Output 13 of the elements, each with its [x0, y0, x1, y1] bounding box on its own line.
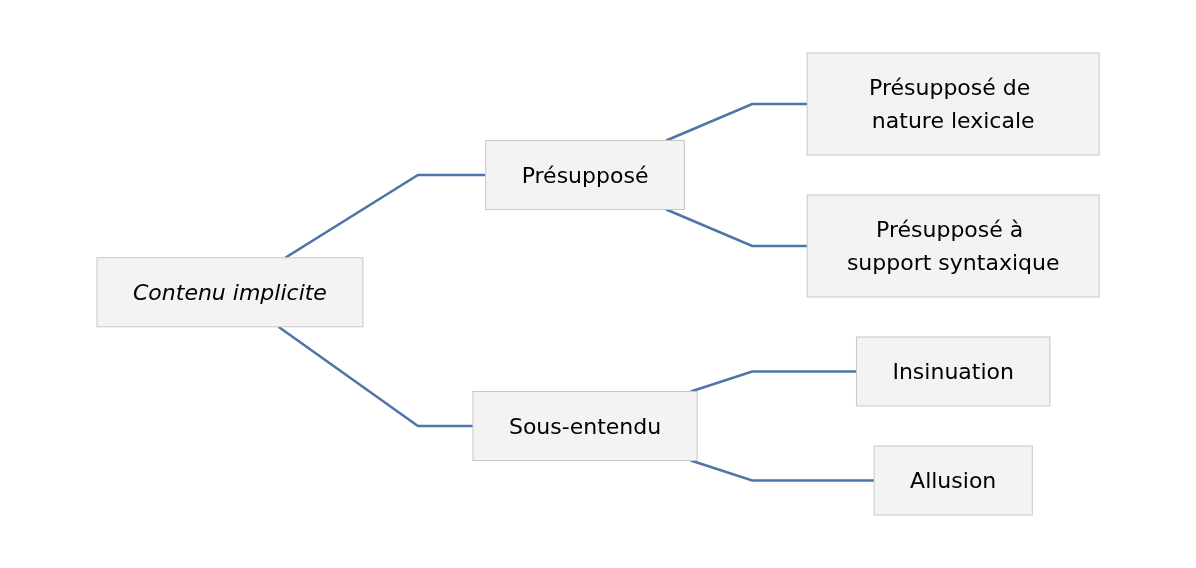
node-box: Présupposé: [485, 140, 685, 210]
node-box: Allusion: [873, 445, 1033, 516]
connector: [665, 102, 808, 142]
connector: [690, 459, 874, 482]
connector: [690, 370, 857, 393]
node-box: Sous-entendu: [472, 391, 698, 461]
connector: [665, 208, 808, 248]
node-box: Présupposé à support syntaxique: [806, 194, 1100, 298]
node-box: Présupposé de nature lexicale: [806, 52, 1100, 156]
connector: [284, 173, 486, 259]
node-box: Insinuation: [855, 336, 1051, 407]
node-box: Contenu implicite: [96, 257, 364, 328]
connector: [277, 325, 473, 428]
